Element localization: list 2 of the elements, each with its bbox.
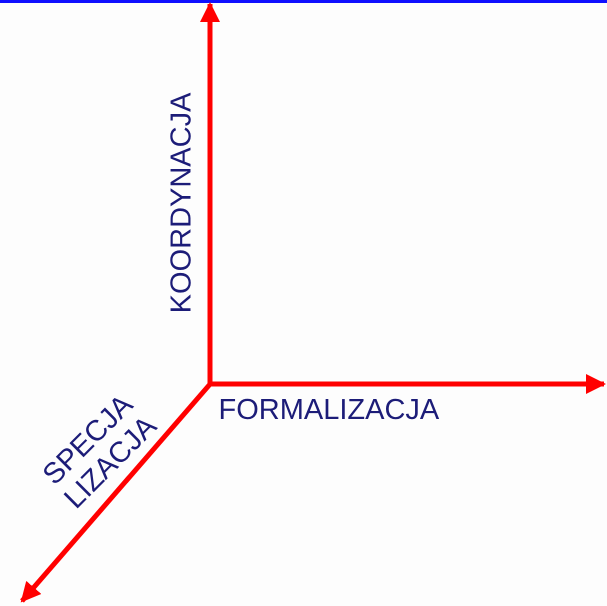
axis-label: KOORDYNACJA	[166, 92, 198, 314]
axis-label: FORMALIZACJA	[218, 395, 440, 427]
